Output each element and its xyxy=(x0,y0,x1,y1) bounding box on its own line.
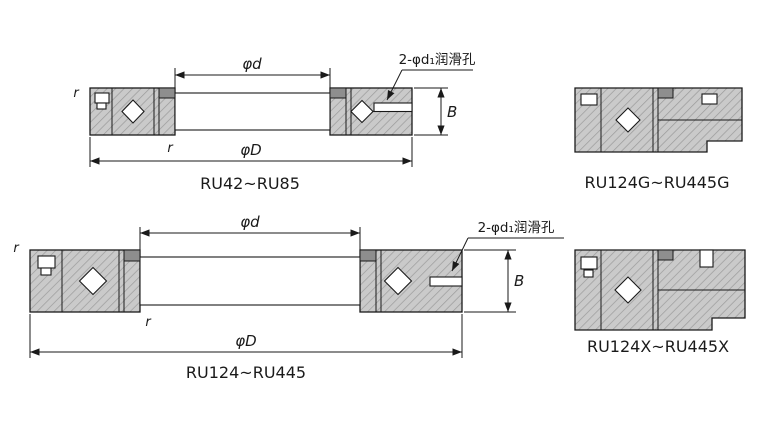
mounting-hole xyxy=(583,269,594,278)
bearing-section-ru42-ru85: φd φD B r r xyxy=(73,52,476,193)
dim-label-phi-d: φd xyxy=(242,55,262,73)
series-label-ru42-ru85: RU42~RU85 xyxy=(200,174,300,193)
mounting-hole xyxy=(580,93,598,106)
series-label-ru124-ru445: RU124~RU445 xyxy=(186,363,306,382)
dimension-outer-diameter: φD xyxy=(89,137,413,167)
radius-label-outer: r xyxy=(73,86,80,101)
dim-label-B: B xyxy=(447,103,457,121)
mounting-hole xyxy=(701,93,718,105)
dimension-inner-diameter: φd xyxy=(174,55,331,90)
inner-ring-section xyxy=(139,256,361,306)
leader-arrow xyxy=(451,237,469,272)
seal-block xyxy=(657,87,674,99)
mounting-hole xyxy=(40,267,52,276)
bearing-section-ru124x-ru445x: RU124X~RU445X xyxy=(574,249,746,356)
dimension-width-B: B xyxy=(464,249,524,313)
bearing-section-ru124g-ru445g: RU124G~RU445G xyxy=(574,87,743,192)
crossed-roller-right xyxy=(383,266,413,296)
crossed-roller xyxy=(615,107,641,133)
seal-block xyxy=(657,249,674,261)
lube-note-text: 2-φd₁润滑孔 xyxy=(399,52,476,68)
inner-ring-section xyxy=(174,92,331,131)
dimension-inner-diameter: φd xyxy=(139,213,361,254)
lubrication-hole xyxy=(373,102,413,113)
lubrication-note: 2-φd₁润滑孔 xyxy=(386,52,476,101)
crossed-roller-left xyxy=(121,99,145,124)
seal-block xyxy=(329,87,347,99)
crossed-roller-right xyxy=(350,99,374,124)
crossed-roller xyxy=(614,276,642,304)
lubrication-hole xyxy=(429,276,463,287)
mounting-hole xyxy=(37,255,56,269)
series-label-ru124g-ru445g: RU124G~RU445G xyxy=(585,173,730,192)
seal-block xyxy=(158,87,176,99)
dimension-width-B: B xyxy=(414,87,457,136)
mounting-hole xyxy=(96,102,107,110)
dim-label-B: B xyxy=(514,272,524,290)
radius-label-outer: r xyxy=(13,241,20,256)
seal-block xyxy=(359,249,377,262)
crossed-roller-left xyxy=(78,266,108,296)
dimension-outer-diameter: φD xyxy=(29,314,463,358)
lube-note-text: 2-φd₁润滑孔 xyxy=(478,220,555,236)
mounting-hole xyxy=(699,249,714,268)
dim-label-phi-d: φd xyxy=(240,213,260,231)
dim-label-phi-D: φD xyxy=(235,332,256,350)
lubrication-note: 2-φd₁润滑孔 xyxy=(451,220,564,272)
mounting-hole xyxy=(580,256,598,270)
mounting-hole xyxy=(94,92,110,104)
leader-arrow xyxy=(386,69,403,101)
radius-label-inner: r xyxy=(167,141,174,156)
series-label-ru124x-ru445x: RU124X~RU445X xyxy=(587,337,729,356)
bearing-section-ru124-ru445: φd φD B r r xyxy=(13,213,564,382)
radius-label-inner: r xyxy=(145,315,152,330)
dim-label-phi-D: φD xyxy=(240,141,261,159)
seal-block xyxy=(123,249,141,262)
